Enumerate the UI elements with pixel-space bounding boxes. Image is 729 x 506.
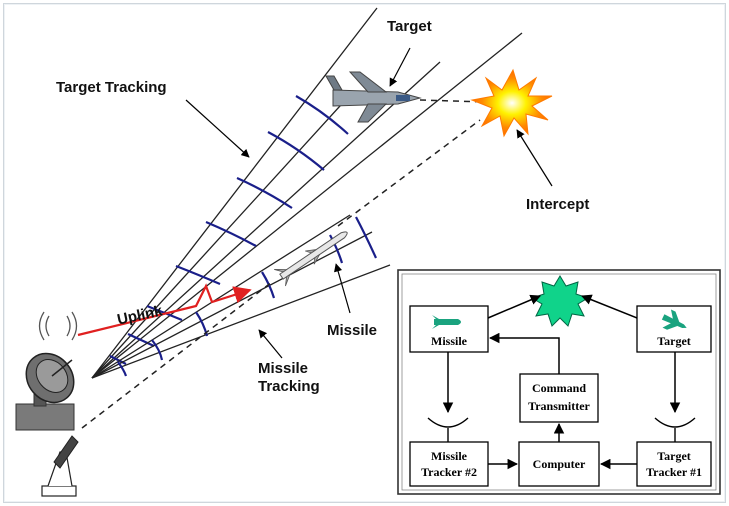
block-target-label: Target <box>657 334 691 348</box>
intercept-burst-icon <box>470 68 553 138</box>
block-missile-tracker-label-line2: Tracker #2 <box>421 465 477 479</box>
missile-icon <box>274 231 348 287</box>
missile-launcher-icon <box>41 435 79 497</box>
target-beam-range-marks <box>109 95 349 365</box>
missile-tracking-label-line1: Missile <box>258 360 309 377</box>
uplink-signal <box>77 283 252 337</box>
block-missile-label: Missile <box>431 334 467 348</box>
target-radar-dish-icon <box>15 352 75 431</box>
intercept-label: Intercept <box>526 196 590 213</box>
missile-label: Missile <box>327 322 378 339</box>
missile-beam-range-marks <box>117 216 378 377</box>
block-computer-label: Computer <box>532 457 586 471</box>
block-target-tracker-label-line1: Target <box>657 449 691 463</box>
block-command-label-line1: Command <box>531 381 586 395</box>
radio-wave-icon <box>38 311 78 341</box>
image-frame <box>3 3 726 503</box>
block-command-label-line2: Transmitter <box>528 399 590 413</box>
missile-tracking-beam <box>91 214 391 379</box>
block-target-icon <box>661 309 687 330</box>
block-target-tracker <box>636 441 712 487</box>
block-missile <box>409 305 489 353</box>
intercept-star-icon <box>530 275 590 327</box>
target-tracking-label: Target Tracking <box>56 79 167 96</box>
target-label: Target <box>387 18 432 35</box>
label-pointers <box>185 47 553 359</box>
block-arrows <box>442 294 681 470</box>
target-tracking-beam <box>91 7 523 379</box>
block-command-transmitter <box>519 373 599 423</box>
missile-tracking-label-line2: Tracking <box>258 378 320 395</box>
target-aircraft-icon <box>325 71 422 123</box>
block-missile-tracker-label-line1: Missile <box>431 449 467 463</box>
block-missile-tracker <box>409 441 489 487</box>
block-radar-dishes <box>427 417 696 442</box>
block-missile-icon <box>432 315 461 329</box>
block-target-tracker-label-line2: Tracker #1 <box>646 465 702 479</box>
block-computer <box>518 441 600 487</box>
